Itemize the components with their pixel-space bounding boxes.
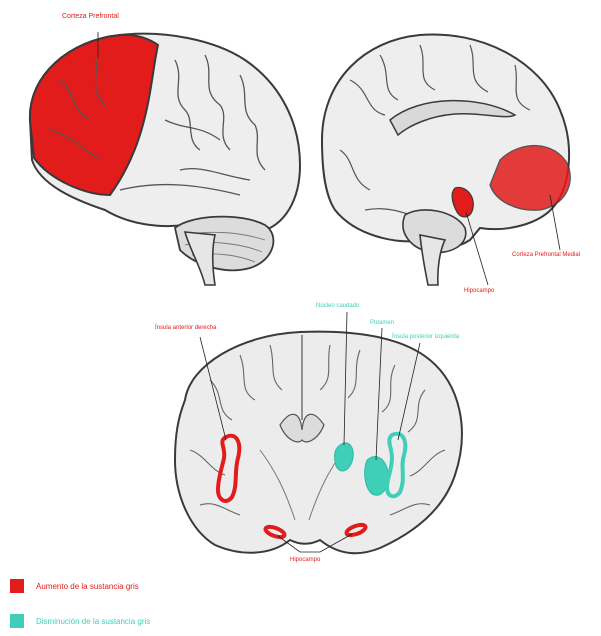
legend-increase-label: Aumento de la sustancia gris <box>36 582 139 591</box>
hippocampus-coronal-label: Hipocampo <box>290 557 320 563</box>
putamen-region <box>365 457 389 496</box>
legend-red-swatch <box>10 579 24 593</box>
legend-decrease-label: Disminución de la sustancia gris <box>36 617 150 626</box>
right-anterior-insula-label: Ínsula anterior derecha <box>155 325 216 331</box>
legend-increase: Aumento de la sustancia gris <box>10 579 139 593</box>
medial-brain <box>322 34 570 285</box>
legend-teal-swatch <box>10 614 24 628</box>
lateral-brain <box>30 32 300 285</box>
prefrontal-cortex-label: Corteza Prefrontal <box>62 13 119 20</box>
putamen-label: Putamen <box>370 320 394 326</box>
hippocampus-sagittal-label: Hipocampo <box>464 288 494 294</box>
coronal-slice <box>175 312 462 553</box>
ventromedial-prefrontal-label: Corteza Prefrontal Medial <box>512 252 580 258</box>
caudate-label: Núcleo caudado <box>316 303 359 309</box>
posterior-insula-label: Ínsula posterior izquierda <box>392 334 459 340</box>
legend-decrease: Disminución de la sustancia gris <box>10 614 150 628</box>
